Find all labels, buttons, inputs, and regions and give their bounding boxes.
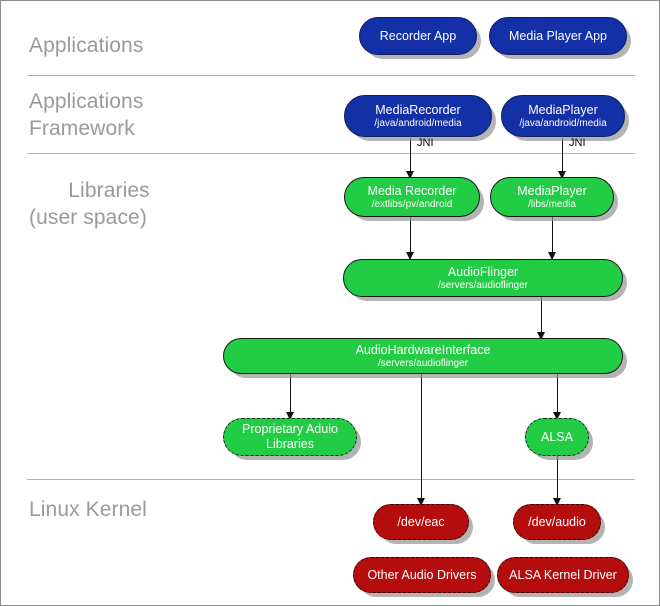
node-alsa-title: ALSA (541, 429, 573, 444)
node-dev-eac-title: /dev/eac (397, 514, 445, 529)
node-proprietary-audio-libraries[interactable]: Proprietary Aduio Libraries (223, 418, 357, 456)
layer-label-applications-framework: Applications Framework (29, 90, 144, 140)
node-alsa-kernel-driver-title: ALSA Kernel Driver (509, 567, 617, 582)
node-media-recorder-library-path: /extlibs/pv/android (371, 198, 453, 210)
edge-label-jni-right: JNI (569, 137, 586, 149)
node-audioflinger-path: /servers/audioflinger (437, 279, 529, 291)
arrowhead-mediarecorder-jni (406, 171, 414, 179)
node-mediaplayer-framework-title: MediaPlayer (528, 102, 598, 117)
node-audiohardwareinterface[interactable]: AudioHardwareInterface /servers/audiofli… (223, 338, 623, 374)
node-mediarecorder-framework-title: MediaRecorder (375, 102, 461, 117)
node-audioflinger[interactable]: AudioFlinger /servers/audioflinger (343, 259, 623, 297)
node-mediaplayer-framework-path: /java/android/media (519, 117, 607, 129)
node-audiohardwareinterface-path: /servers/audioflinger (377, 357, 469, 369)
node-audiohardwareinterface-title: AudioHardwareInterface (355, 342, 491, 357)
arrowhead-mediarecorderlib-audioflinger (406, 252, 414, 260)
layer-label-libraries-line1: Libraries (68, 179, 150, 202)
divider-framework (27, 153, 635, 154)
node-mediaplayer-framework[interactable]: MediaPlayer /java/android/media (501, 95, 625, 137)
node-media-recorder-library[interactable]: Media Recorder /extlibs/pv/android (344, 177, 480, 217)
connector-mediarecorderlib-audioflinger (410, 217, 412, 259)
arrowhead-audioflinger-audiohardwareinterface (537, 332, 545, 340)
node-alsa-kernel-driver[interactable]: ALSA Kernel Driver (497, 557, 629, 593)
arrowhead-ahi-alsa (553, 412, 561, 420)
arrowhead-mediaplayerlib-audioflinger (548, 252, 556, 260)
node-dev-audio-title: /dev/audio (528, 514, 586, 529)
layer-label-libraries-line2: (user space) (29, 206, 147, 229)
node-audioflinger-title: AudioFlinger (447, 264, 519, 279)
node-recorder-app[interactable]: Recorder App (359, 17, 477, 55)
arrowhead-alsa-devaudio (553, 498, 561, 506)
arrowhead-mediaplayer-jni (558, 171, 566, 179)
connector-ahi-alsa (557, 374, 559, 419)
divider-kernel (27, 479, 635, 480)
node-dev-eac[interactable]: /dev/eac (373, 504, 469, 540)
node-media-player-app-title: Media Player App (509, 28, 607, 43)
node-mediarecorder-framework[interactable]: MediaRecorder /java/android/media (344, 95, 492, 137)
node-media-player-app[interactable]: Media Player App (489, 17, 627, 55)
connector-mediaplayerlib-audioflinger (552, 217, 554, 259)
connector-ahi-deveac (421, 374, 423, 504)
arrowhead-ahi-proprietary (286, 412, 294, 420)
node-mediaplayer-library-path: /libs/media (528, 198, 576, 210)
node-mediarecorder-framework-path: /java/android/media (374, 117, 462, 129)
layer-label-applications: Applications (29, 34, 144, 57)
arrowhead-ahi-deveac (417, 498, 425, 506)
divider-applications (27, 75, 635, 76)
node-recorder-app-title: Recorder App (379, 28, 457, 43)
connector-mediarecorder-jni (410, 138, 412, 174)
node-media-recorder-library-title: Media Recorder (367, 183, 457, 198)
node-dev-audio[interactable]: /dev/audio (513, 504, 601, 540)
connector-alsa-devaudio (557, 456, 559, 504)
connector-audioflinger-audiohardwareinterface (541, 297, 543, 339)
node-proprietary-audio-libraries-title: Proprietary Aduio Libraries (242, 422, 338, 451)
node-other-audio-drivers[interactable]: Other Audio Drivers (353, 557, 491, 593)
node-other-audio-drivers-title: Other Audio Drivers (367, 567, 477, 582)
layer-label-linux-kernel: Linux Kernel (29, 498, 147, 521)
node-mediaplayer-library[interactable]: MediaPlayer /libs/media (490, 177, 614, 217)
connector-ahi-proprietary (290, 374, 292, 419)
node-mediaplayer-library-title: MediaPlayer (517, 183, 587, 198)
connector-mediaplayer-jni (562, 138, 564, 174)
node-alsa[interactable]: ALSA (525, 418, 589, 456)
edge-label-jni-left: JNI (417, 137, 434, 149)
